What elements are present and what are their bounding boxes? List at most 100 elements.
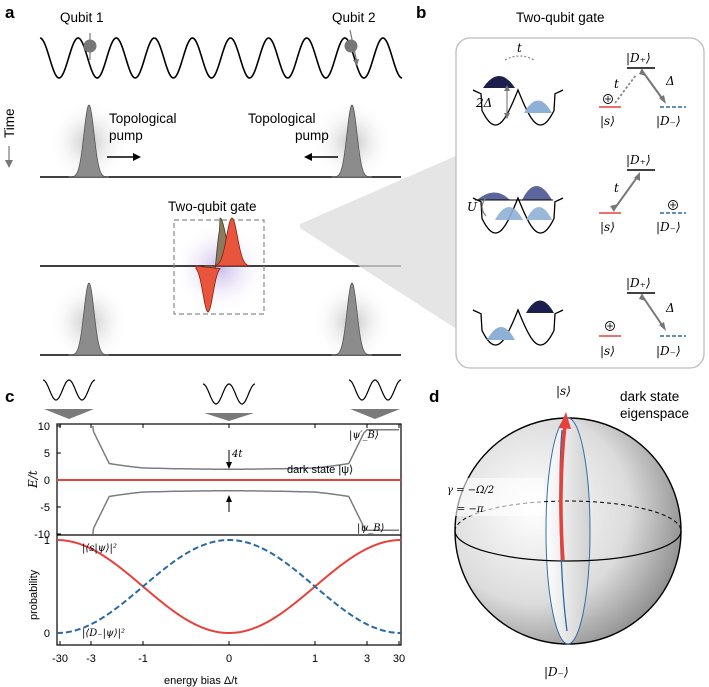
d-minus-label-1: |D₋⟩ <box>656 114 681 128</box>
pump-right-label-2: pump <box>295 128 329 143</box>
series-prob-d-minus <box>56 538 402 634</box>
gap-arrowhead-down <box>226 462 232 469</box>
delta-coupling-3 <box>642 296 665 329</box>
eigenspace-label-2: eigenspace <box>620 406 689 421</box>
population-marker-2 <box>668 200 678 210</box>
gate-detail-box <box>455 37 705 369</box>
x-tick-label: -3 <box>86 653 96 665</box>
pump-left-label-1: Topological <box>109 111 177 126</box>
psi-b-label: |ψ_B⟩ <box>357 523 385 534</box>
y-tick-label-prob: 0 <box>44 628 50 640</box>
u-arrow <box>481 197 487 217</box>
gate-wavepacket-red <box>195 217 251 313</box>
t-coupling-dotted <box>614 74 637 104</box>
panel-label-b: b <box>416 3 426 22</box>
wavepacket-right-1 <box>331 104 373 178</box>
tunnel-t-label-1: t <box>517 41 522 55</box>
pump-left-label-2: pump <box>109 128 143 143</box>
x-tick-label: -30 <box>52 653 68 665</box>
d-minus-label-3: |D₋⟩ <box>656 344 681 358</box>
d-plus-label-3: |D₊⟩ <box>626 276 651 290</box>
delta-coupling-1 <box>642 71 665 102</box>
equator-back <box>454 500 682 532</box>
series-prob-s <box>56 539 402 635</box>
zoom-fan <box>300 155 458 330</box>
s-label-1: |s⟩ <box>600 114 615 128</box>
qubit-2-label: Qubit 2 <box>332 10 376 25</box>
qubit-2-atom <box>344 39 358 53</box>
s-label-3: |s⟩ <box>600 344 615 358</box>
y-tick-label: 0 <box>44 475 50 487</box>
series-psi-b-prime <box>92 425 399 470</box>
y-tick-label: -5 <box>40 502 50 514</box>
y-axis-label-probability: probability <box>28 569 40 620</box>
gate-label: Two-qubit gate <box>168 199 257 214</box>
orbital-light-2b <box>526 207 552 220</box>
well-icon-left <box>42 379 96 401</box>
prob-d-label: |⟨D₋|ψ⟩|² <box>82 628 125 639</box>
gate-glow <box>172 222 268 314</box>
t-coupling-2-heads <box>610 172 640 212</box>
orbital-light-3 <box>487 327 515 340</box>
panel-b-title: Two-qubit gate <box>516 10 605 25</box>
pump-right-arrowhead <box>304 153 312 161</box>
gap-label: 4t <box>231 449 243 460</box>
two-delta-label: 2Δ <box>475 96 492 110</box>
wedge-center <box>204 413 254 421</box>
qubit-1-atom <box>83 39 97 53</box>
population-marker-3 <box>605 321 615 331</box>
panel-label-a: a <box>5 3 15 22</box>
wavepacket-left-1 <box>68 104 110 178</box>
y-tick-label-prob: 1 <box>44 535 50 547</box>
delta-label-1: Δ <box>665 74 675 88</box>
wavepacket-right-3 <box>331 282 373 356</box>
qubit-2-arrowhead <box>353 59 359 66</box>
orbital-purple-2b <box>522 186 552 200</box>
eigenspace-label-1: dark state <box>620 389 679 404</box>
well-icon-right <box>348 379 402 401</box>
series-psi-b <box>92 490 399 535</box>
t-label-level-1: t <box>614 77 619 91</box>
y-tick-label: 5 <box>44 448 50 460</box>
gamma-label-backdrop <box>444 478 544 516</box>
double-well-1 <box>472 88 564 126</box>
delta-coupling-1-heads <box>639 68 666 104</box>
d-plus-label-2: |D₊⟩ <box>626 153 651 167</box>
gate-dashed-box <box>173 219 265 315</box>
double-well-3 <box>472 308 564 346</box>
wedge-left <box>44 409 94 419</box>
t-label-level-2: t <box>614 181 619 195</box>
orbital-dark-3 <box>526 300 554 313</box>
double-well-2 <box>472 196 564 234</box>
x-tick-label: -1 <box>138 653 148 665</box>
psi-b-prime-label: |ψ′_B⟩ <box>349 430 379 441</box>
orbital-light-1 <box>524 100 552 113</box>
time-arrowhead <box>5 160 13 168</box>
well-icon-center <box>202 383 256 405</box>
y-tick-label: -10 <box>34 529 50 541</box>
prob-s-label: |⟨s|ψ⟩|² <box>82 543 117 554</box>
pump-right-label-1: Topological <box>248 111 316 126</box>
orbital-light-2a <box>495 207 523 220</box>
eigenspace-great-circle <box>545 417 591 645</box>
s-state-pole-label: |s⟩ <box>556 384 571 398</box>
wavepacket-left-3 <box>68 282 110 356</box>
gamma-label-1: γ = −Ω/2 <box>447 485 494 496</box>
panel-label-c: c <box>5 387 14 406</box>
equator-front <box>454 530 682 562</box>
d-minus-label-2: |D₋⟩ <box>656 220 681 234</box>
u-label: U <box>467 200 478 214</box>
optical-lattice-potential <box>39 37 403 79</box>
delta-coupling-3-heads <box>639 293 666 331</box>
dark-state-label: dark state |ψ⟩ <box>287 464 353 476</box>
panel-label-d: d <box>429 387 439 406</box>
d-plus-label-1: |D₊⟩ <box>626 51 651 65</box>
qubit-1-label: Qubit 1 <box>60 10 104 25</box>
x-tick-label: 3 <box>364 653 370 665</box>
x-tick-label: 30 <box>393 653 405 665</box>
x-axis-label: energy bias Δ/t <box>164 675 237 687</box>
wedge-right <box>350 409 400 419</box>
y-tick-label: 10 <box>38 421 50 433</box>
